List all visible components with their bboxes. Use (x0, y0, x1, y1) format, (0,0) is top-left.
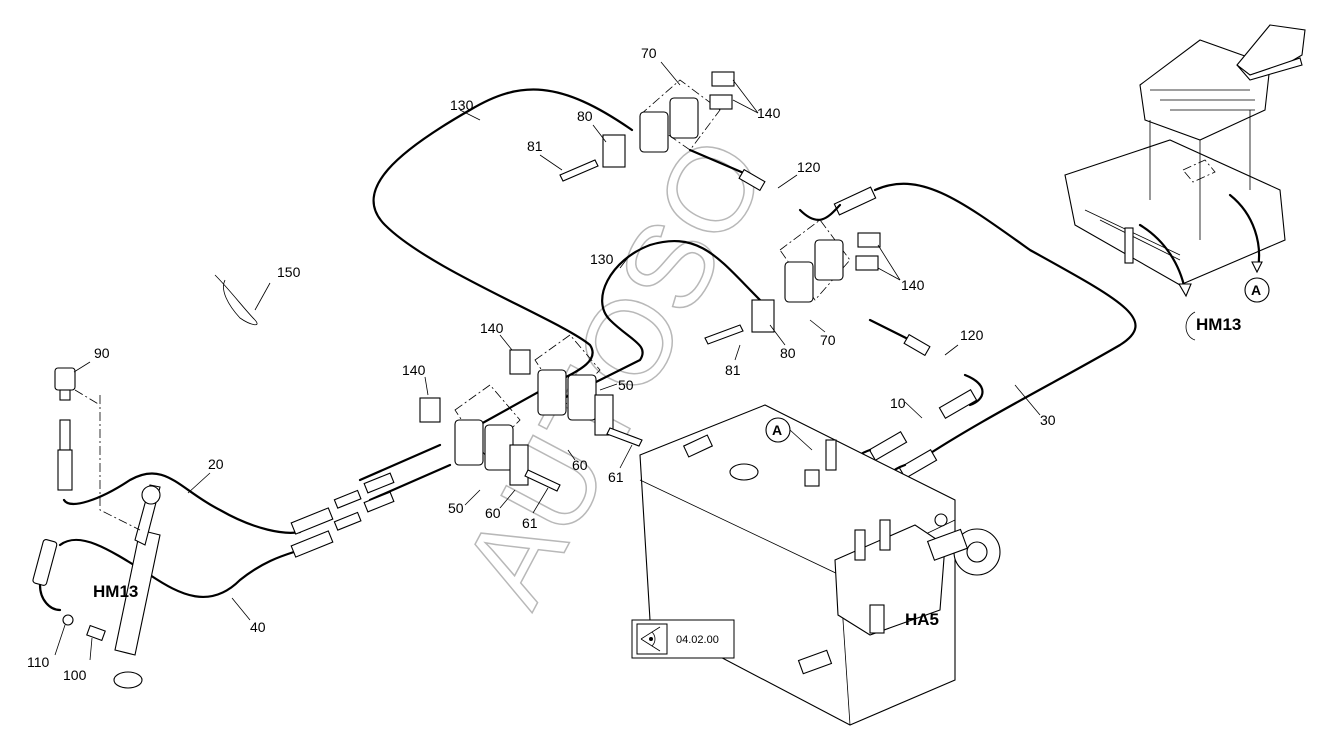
label-81-middle: 81 (725, 362, 741, 378)
label-40: 40 (250, 619, 266, 635)
svg-text:A: A (772, 422, 782, 438)
label-80-middle: 80 (780, 345, 796, 361)
label-61-left: 61 (522, 515, 538, 531)
detail-marker-tank: A (765, 417, 791, 443)
label-120-lower: 120 (960, 327, 984, 343)
overview-cylinder-label: HM13 (1196, 315, 1241, 334)
pipe-upper-b (368, 463, 452, 502)
label-60-right: 60 (572, 457, 588, 473)
pipe-upper-a (358, 443, 442, 482)
label-50-left: 50 (448, 500, 464, 516)
clamp-assembly-left (419, 334, 643, 492)
hose-fittings (290, 168, 984, 558)
label-70-upper: 70 (641, 45, 657, 61)
label-50-right: 50 (618, 377, 634, 393)
hose-lines (58, 88, 1137, 598)
detail-marker-overview: A (1244, 277, 1270, 303)
reference-box[interactable]: 04.02.00 (631, 619, 735, 659)
angle-fitting (54, 367, 101, 491)
label-140-middle: 140 (901, 277, 925, 293)
hose-130-lower (538, 240, 762, 412)
svg-text:A: A (1251, 282, 1261, 298)
reference-text: 04.02.00 (676, 634, 719, 646)
eye-icon (640, 626, 661, 652)
part-labels: 150 90 20 40 110 100 130 81 80 70 140 12… (27, 45, 1056, 683)
label-10: 10 (890, 395, 906, 411)
label-90: 90 (94, 345, 110, 361)
label-150: 150 (277, 264, 301, 280)
hose-40 (58, 538, 302, 598)
label-140-left-upper: 140 (480, 320, 504, 336)
hydraulic-cylinder (99, 395, 161, 689)
cable-tie (214, 274, 258, 326)
clamp-assembly-middle (704, 219, 881, 345)
label-70-middle: 70 (820, 332, 836, 348)
label-81-upper: 81 (527, 138, 543, 154)
hose-130-upper (372, 88, 634, 432)
valve-block (834, 513, 1001, 636)
label-61-right: 61 (608, 469, 624, 485)
label-140-upper: 140 (757, 105, 781, 121)
fittings-100-110 (32, 539, 106, 642)
label-130-upper: 130 (450, 97, 474, 113)
overview-machine (1064, 24, 1306, 298)
label-80-upper: 80 (577, 108, 593, 124)
label-60-left: 60 (485, 505, 501, 521)
component-labels: HM13 HA5 HM13 (93, 311, 1241, 629)
label-30: 30 (1040, 412, 1056, 428)
leader-lines (54, 61, 1041, 661)
label-130-lower: 130 (590, 251, 614, 267)
label-140-left-lower: 140 (402, 362, 426, 378)
label-110: 110 (27, 654, 50, 670)
valve-label: HA5 (905, 610, 939, 629)
label-120-upper: 120 (797, 159, 821, 175)
label-100: 100 (63, 667, 87, 683)
hose-20 (62, 472, 302, 534)
clamp-assembly-upper (559, 71, 735, 182)
hose-30 (873, 182, 1137, 462)
label-20: 20 (208, 456, 224, 472)
cylinder-label: HM13 (93, 582, 138, 601)
